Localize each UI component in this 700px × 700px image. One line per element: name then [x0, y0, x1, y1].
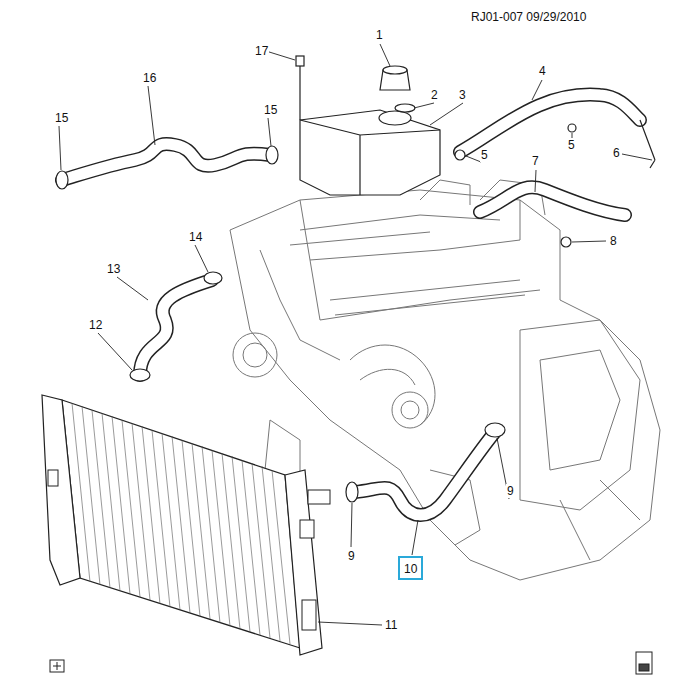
callout-number: 1	[375, 28, 384, 42]
callout-number: 9	[506, 484, 515, 498]
callout-number: 17	[254, 44, 269, 58]
callout-number: 5	[480, 148, 489, 162]
callout-number: 2	[430, 88, 439, 102]
callout-number: 12	[88, 318, 103, 332]
callout-number: 14	[188, 230, 203, 244]
callout-number: 7	[531, 154, 540, 168]
callout-number: 15	[263, 103, 278, 117]
callout-number: 13	[106, 262, 121, 276]
callout-number: 16	[142, 71, 157, 85]
callout-number: 8	[609, 234, 618, 248]
callout-number: 3	[458, 88, 467, 102]
callout-number: 15	[54, 111, 69, 125]
callout-number: 10	[404, 562, 417, 576]
drawing-reference: RJ01-007 09/29/2010	[470, 10, 587, 24]
callout-number: 4	[538, 64, 547, 78]
callout-number: 5	[567, 138, 576, 152]
highlighted-callout: 10	[398, 556, 423, 580]
callout-number: 6	[612, 146, 621, 160]
callout-number: 11	[384, 618, 398, 632]
callout-number: 9	[347, 549, 356, 563]
